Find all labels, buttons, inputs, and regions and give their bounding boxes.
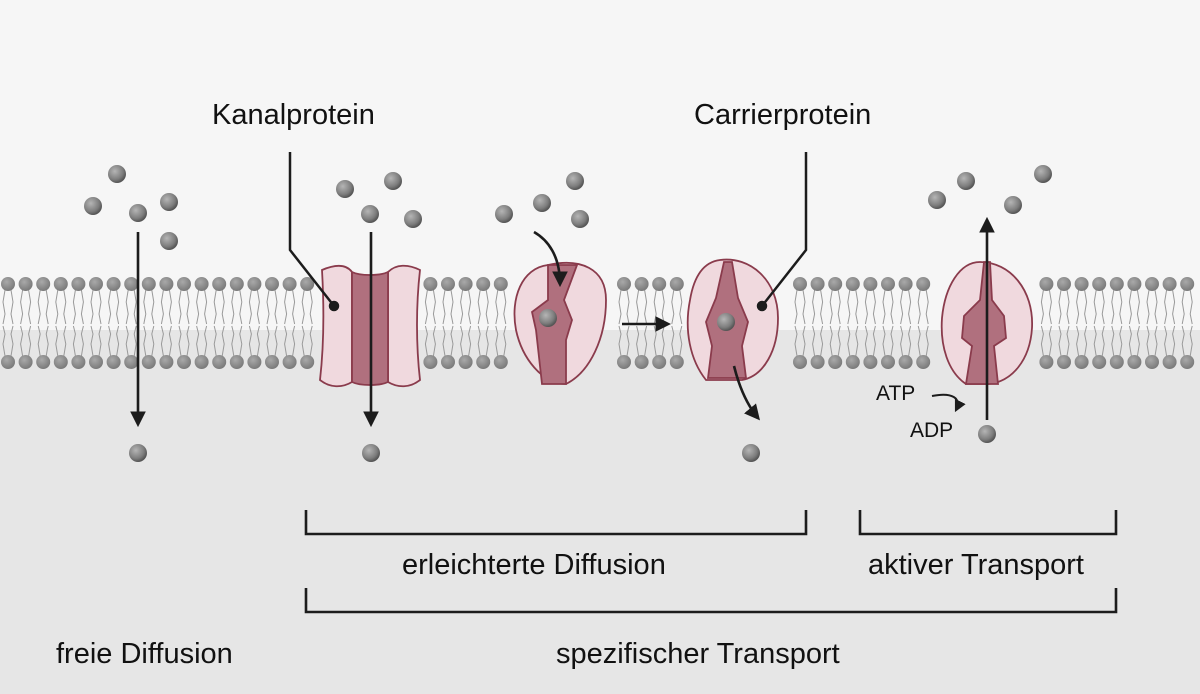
molecule: [384, 172, 402, 190]
kanalprotein-label: Kanalprotein: [212, 99, 375, 131]
freie-diffusion-label: freie Diffusion: [56, 638, 233, 670]
atp-label: ATP: [876, 382, 916, 405]
molecules: [84, 165, 1052, 462]
molecule: [566, 172, 584, 190]
molecule: [539, 309, 557, 327]
aktiver-transport-bracket: [858, 510, 1118, 536]
molecule: [129, 444, 147, 462]
molecule: [129, 204, 147, 222]
carrier-exit-arrow: [732, 365, 760, 421]
carrier-protein-open-outside: [513, 261, 607, 385]
spezifischer-transport-label: spezifischer Transport: [556, 638, 840, 670]
molecule: [336, 180, 354, 198]
lipid-bilayer: [1, 277, 1195, 369]
kanalprotein-pointer-dot: [328, 300, 340, 312]
molecule: [362, 444, 380, 462]
carrierprotein-pointer-line: [761, 152, 808, 307]
carrier-entry-arrow: [533, 230, 568, 288]
carrierprotein-pointer-dot: [756, 300, 768, 312]
spezifischer-transport-bracket: [304, 588, 1118, 614]
molecule: [978, 425, 996, 443]
molecule: [108, 165, 126, 183]
molecule: [84, 197, 102, 215]
molecule: [495, 205, 513, 223]
aktiver-transport-label: aktiver Transport: [868, 549, 1084, 581]
adp-label: ADP: [910, 419, 954, 442]
molecule: [533, 194, 551, 212]
molecule: [404, 210, 422, 228]
molecule: [571, 210, 589, 228]
molecule: [1004, 196, 1022, 214]
molecule: [160, 193, 178, 211]
molecule: [361, 205, 379, 223]
molecule: [957, 172, 975, 190]
molecule: [742, 444, 760, 462]
inside-region: [0, 330, 1200, 694]
carrierprotein-label: Carrierprotein: [694, 99, 872, 131]
erleichterte-diffusion-bracket: [304, 510, 808, 536]
atp-to-adp-arrow: [931, 393, 966, 413]
erleichterte-diffusion-label: erleichterte Diffusion: [402, 549, 666, 581]
kanalprotein-pointer-line: [288, 152, 335, 307]
molecule: [1034, 165, 1052, 183]
molecule: [160, 232, 178, 250]
molecule: [928, 191, 946, 209]
molecule: [717, 313, 735, 331]
